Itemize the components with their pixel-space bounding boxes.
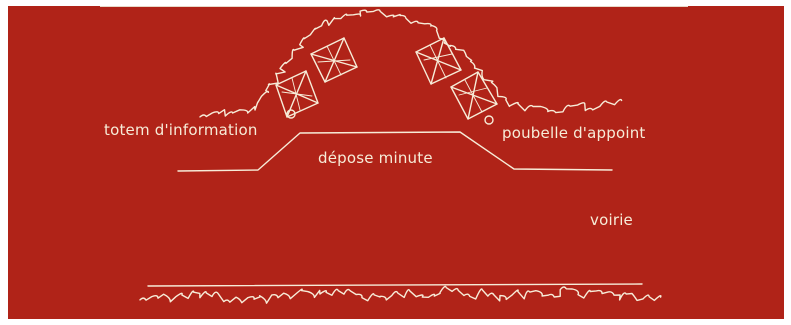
tree-3: [415, 37, 462, 85]
tree-2: [310, 37, 358, 83]
hedge-canopy: [199, 9, 623, 118]
label-totem: totem d'information: [104, 121, 258, 139]
totem-marker: [286, 109, 296, 119]
hedge-strip: [139, 285, 662, 304]
plan-background: [8, 6, 784, 319]
top-rule: [100, 6, 688, 7]
bin-marker: [484, 115, 494, 125]
label-poubelle: poubelle d'appoint: [502, 124, 646, 142]
tree-4: [450, 71, 498, 120]
tree-1: [275, 70, 319, 118]
label-voirie: voirie: [590, 211, 633, 229]
drop-off-bay: [177, 131, 613, 172]
label-depose-minute: dépose minute: [318, 149, 433, 167]
road-edge-line: [147, 283, 643, 287]
